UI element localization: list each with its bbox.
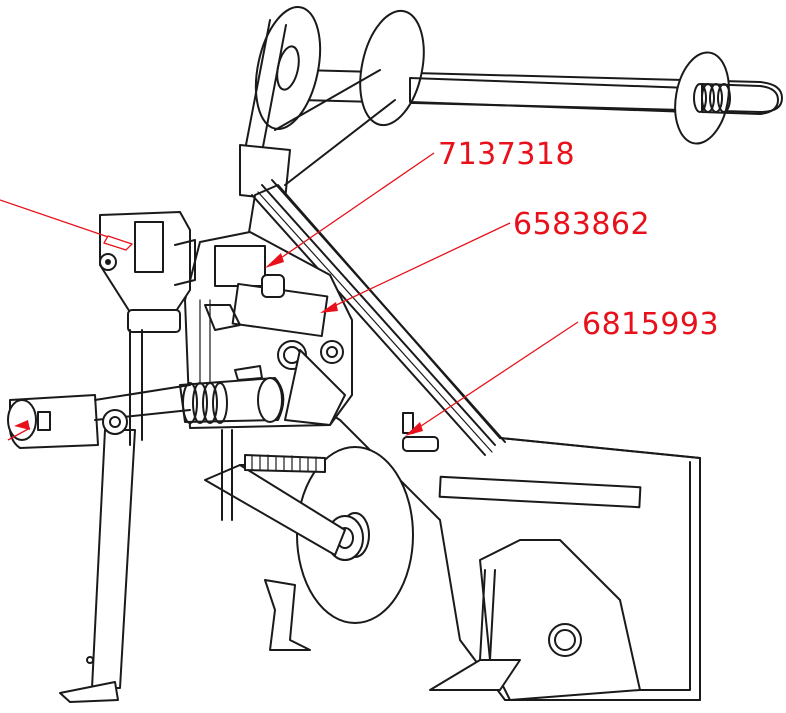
callout-leader-7137318 (274, 152, 435, 263)
callout-leader-left-wheel (7, 427, 31, 441)
callout-arrowhead-6815993 (405, 422, 423, 436)
callout-arrowhead-left (103, 235, 134, 251)
callout-6815993: 6815993 (405, 307, 719, 436)
top-axle-assembly (254, 6, 783, 145)
callout-arrowhead-7137318 (265, 253, 284, 268)
press-spring (244, 454, 326, 473)
axle-shaft (299, 69, 783, 113)
callout-leader-6583862 (329, 222, 511, 309)
press-wheel-assembly (204, 429, 414, 651)
machine-drawing (7, 6, 783, 703)
callout-arrowhead-6583862 (320, 302, 338, 313)
disc-left (254, 6, 322, 130)
callout-leader-left (0, 199, 121, 242)
callout-label-6583862: 6583862 (513, 207, 650, 242)
lower-right-shoe (429, 539, 641, 701)
decal-slot-right (402, 412, 414, 434)
deflector-bar (438, 475, 642, 509)
left-support-leg (59, 329, 143, 703)
left-gauge-assembly (7, 384, 191, 449)
callout-label-7137318: 7137318 (438, 137, 575, 172)
decal-slot-left (37, 411, 51, 431)
callout-leader-6815993 (414, 321, 579, 431)
callout-7137318: 7137318 (265, 137, 575, 268)
main-frame-plate (229, 179, 701, 701)
axle-spring-coil (693, 83, 731, 113)
callout-arrowhead-left-wheel (14, 420, 30, 430)
callout-left-wheel (7, 420, 31, 441)
callout-6583862: 6583862 (320, 207, 650, 313)
decal-panel-left (134, 221, 164, 273)
coil-spring-cylinder (179, 365, 285, 424)
disc-middle (359, 9, 425, 127)
callout-group: 7137318 6583862 6815993 (0, 137, 719, 441)
callout-label-6815993: 6815993 (582, 307, 719, 342)
gearbox-housing (184, 231, 353, 429)
decal-panel-center (214, 245, 266, 287)
left-bracket-plate (99, 211, 196, 333)
callout-left-edge (0, 199, 134, 251)
